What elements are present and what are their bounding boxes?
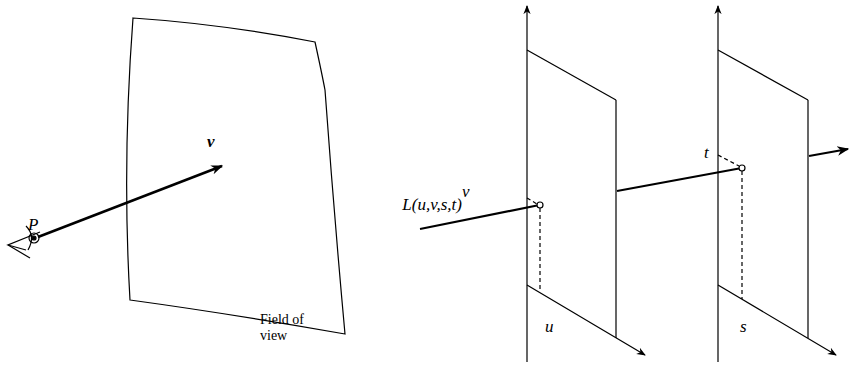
field-of-view-region: Field of view <box>112 14 352 360</box>
ray-point <box>739 165 745 171</box>
ray-point <box>537 202 543 208</box>
region-label: Field of view <box>260 312 330 344</box>
axis-label: s <box>740 318 747 335</box>
region-outline <box>112 14 352 360</box>
axis-label: P <box>28 216 38 233</box>
axis-label: u <box>545 318 554 335</box>
view-vector <box>38 166 222 237</box>
axis-label: v <box>462 183 470 200</box>
light-ray <box>420 149 848 229</box>
radiance-label: L(u,v,s,t) <box>402 196 462 213</box>
uv-plane <box>527 6 645 362</box>
vector-label: v <box>207 133 215 150</box>
st-plane <box>718 6 836 362</box>
axis-label: t <box>704 144 709 161</box>
